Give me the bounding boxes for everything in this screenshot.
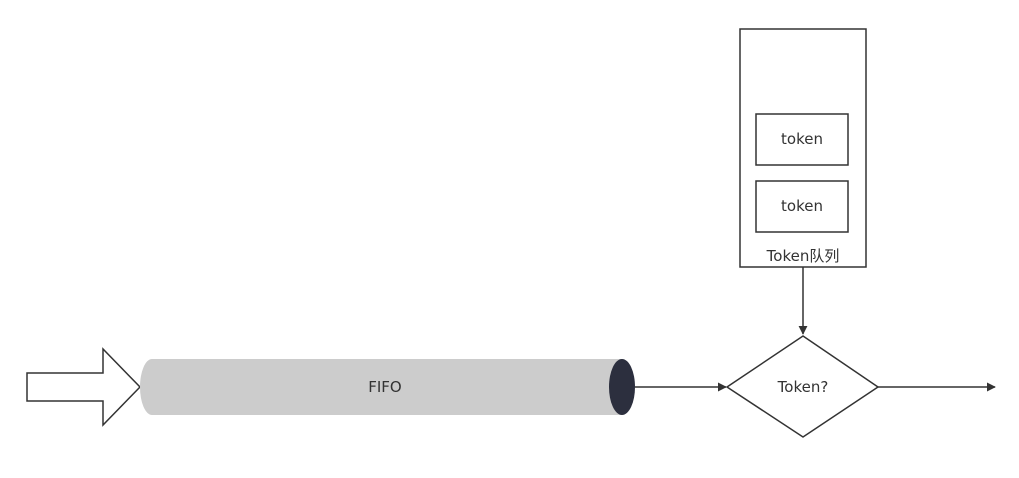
- token-box: [755, 180, 849, 233]
- token-queue-label: Token队列: [766, 247, 840, 265]
- token-decision-diamond: [725, 335, 880, 438]
- fifo-label: FIFO: [368, 378, 402, 396]
- input-arrow-icon: [26, 347, 142, 427]
- token-label: token: [781, 197, 823, 215]
- fifo-pipe-end-cap: [609, 359, 635, 415]
- token-box: [755, 113, 849, 166]
- token-label: token: [781, 130, 823, 148]
- decision-label: Token?: [777, 378, 829, 396]
- fifo-pipe: [140, 359, 622, 415]
